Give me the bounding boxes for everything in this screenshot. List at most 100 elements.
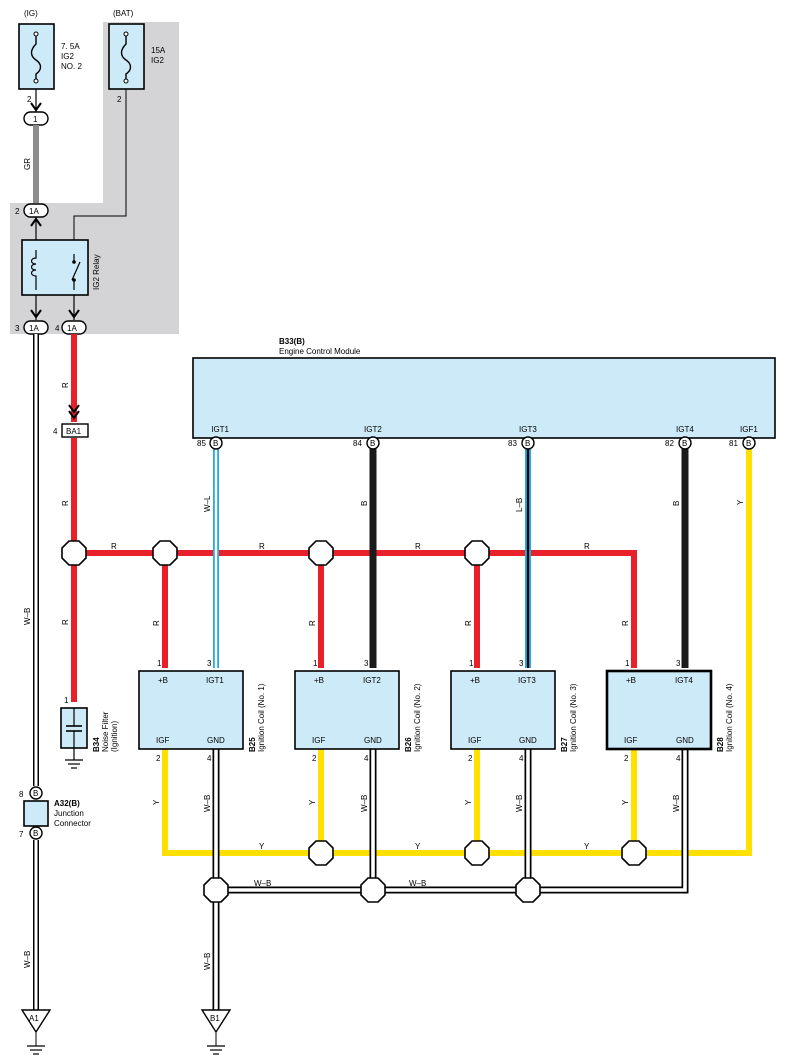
engine-control-module bbox=[192, 357, 776, 439]
ignition-coil-1: 1 3 +B IGT1 IGF GND 2 4 B25 Ignition Coi… bbox=[138, 659, 266, 763]
ba1-connector bbox=[61, 423, 89, 438]
ecm-name: Engine Control Module bbox=[279, 347, 361, 356]
r-label-11: R bbox=[621, 620, 630, 626]
coil1-igt: IGT1 bbox=[206, 676, 224, 685]
fuse1-rating: 7. 5A bbox=[61, 42, 80, 51]
fuse2-rating: 15A bbox=[151, 46, 166, 55]
wl-label: W–L bbox=[203, 495, 212, 512]
coil4-pin4: 4 bbox=[676, 754, 681, 763]
ground-b1-label: B1 bbox=[210, 1014, 220, 1023]
wb-label-4: W–B bbox=[672, 795, 681, 812]
junction-pin-top: 8 bbox=[19, 790, 24, 799]
coil1-id: B25 bbox=[248, 737, 257, 752]
coil3-name: Ignition Coil (No. 3) bbox=[569, 683, 578, 752]
lb-label: L–B bbox=[515, 498, 524, 512]
ecm-terminals: IGT1 B 85 IGT2 B 84 IGT3 B 83 IGT4 B 82 … bbox=[197, 425, 758, 450]
relay-top-pin: 2 bbox=[15, 207, 20, 216]
ecm-igf1-code: B bbox=[746, 439, 751, 448]
ecm-igt3-code: B bbox=[525, 439, 530, 448]
coil3-igt: IGT3 bbox=[518, 676, 536, 685]
coil3-pin2: 2 bbox=[468, 754, 473, 763]
ba1-label: BA1 bbox=[66, 427, 82, 436]
coil1-gnd: GND bbox=[207, 736, 225, 745]
relay-top-conn: 1A bbox=[29, 207, 39, 216]
ecm-igt1-label: IGT1 bbox=[211, 425, 229, 434]
wb-label-5: W–B bbox=[254, 879, 271, 888]
r-label-9: R bbox=[308, 620, 317, 626]
coil2-pin2: 2 bbox=[312, 754, 317, 763]
ground-a1-label: A1 bbox=[29, 1014, 39, 1023]
coil2-plus: +B bbox=[314, 676, 324, 685]
fuse1-name: IG2 bbox=[61, 52, 74, 61]
ignition-coil-4: 1 3 +B IGT4 IGF GND 2 4 B28 Ignition Coi… bbox=[605, 659, 734, 763]
coil2-pin1: 1 bbox=[313, 659, 318, 668]
fuse1-pin: 2 bbox=[27, 95, 32, 104]
wb-label-2: W–B bbox=[360, 795, 369, 812]
coil4-id: B28 bbox=[716, 737, 725, 752]
coil3-gnd: GND bbox=[519, 736, 537, 745]
r-label-8: R bbox=[152, 620, 161, 626]
relay-pin4: 4 bbox=[55, 324, 60, 333]
relay-name: IG2 Relay bbox=[92, 254, 101, 290]
ecm-igt1-code: B bbox=[213, 439, 218, 448]
ecm-igt2-pin: 84 bbox=[353, 439, 362, 448]
ecm-igf1-label: IGF1 bbox=[740, 425, 758, 434]
ignition-coil-3: 1 3 +B IGT3 IGF GND 2 4 B27 Ignition Coi… bbox=[450, 659, 578, 763]
wb-label-3: W–B bbox=[515, 795, 524, 812]
switch-icon bbox=[71, 261, 81, 281]
coil4-plus: +B bbox=[626, 676, 636, 685]
coil1-pin2: 2 bbox=[156, 754, 161, 763]
junction-connector bbox=[23, 800, 49, 827]
coil2-gnd: GND bbox=[364, 736, 382, 745]
coil2-igt: IGT2 bbox=[363, 676, 381, 685]
ignition-coil-2: 1 3 +B IGT2 IGF GND 2 4 B26 Ignition Coi… bbox=[294, 659, 422, 763]
coil1-pin3: 3 bbox=[207, 659, 212, 668]
ecm-igt3-pin: 83 bbox=[508, 439, 517, 448]
coil2-id: B26 bbox=[404, 737, 413, 752]
ecm-igt4-label: IGT4 bbox=[676, 425, 694, 434]
bat-label: (BAT) bbox=[113, 9, 134, 18]
ecm-igt2-label: IGT2 bbox=[364, 425, 382, 434]
wb-label-1: W–B bbox=[203, 795, 212, 812]
junction-code-top: B bbox=[33, 789, 38, 798]
ba1-pin: 4 bbox=[53, 427, 58, 436]
coil2-name: Ignition Coil (No. 2) bbox=[413, 683, 422, 752]
wb-label-6: W–B bbox=[409, 879, 426, 888]
y-label-6: Y bbox=[415, 842, 421, 851]
y-label-4: Y bbox=[621, 799, 630, 805]
y-label-1: Y bbox=[152, 799, 161, 805]
coil3-pin1: 1 bbox=[469, 659, 474, 668]
fuse-icon bbox=[120, 34, 132, 81]
b-label-igt2: B bbox=[360, 501, 369, 506]
ground-a1 bbox=[20, 1009, 52, 1034]
coil3-id: B27 bbox=[560, 737, 569, 752]
wb-label-7: W–B bbox=[203, 953, 212, 970]
coil4-igt: IGT4 bbox=[675, 676, 693, 685]
coil2-pin3: 3 bbox=[364, 659, 369, 668]
wb-label-left2: W–B bbox=[23, 951, 32, 968]
junction-code-bot: B bbox=[33, 829, 38, 838]
wb-ground-wires bbox=[212, 740, 689, 1010]
fuse2-name: IG2 bbox=[151, 56, 164, 65]
ecm-igt4-pin: 82 bbox=[665, 439, 674, 448]
coil3-igf: IGF bbox=[468, 736, 481, 745]
fuse-icon bbox=[30, 34, 42, 81]
coil4-pin2: 2 bbox=[624, 754, 629, 763]
r-label-6: R bbox=[415, 542, 421, 551]
coil2-igf: IGF bbox=[312, 736, 325, 745]
relay-conn-4: 1A bbox=[67, 324, 77, 333]
junction-name2: Connector bbox=[54, 819, 91, 828]
y-label-3: Y bbox=[464, 799, 473, 805]
coil4-pin1: 1 bbox=[625, 659, 630, 668]
red-wires bbox=[71, 334, 637, 702]
y-label-2: Y bbox=[308, 799, 317, 805]
y-label-7: Y bbox=[584, 842, 590, 851]
r-label-5: R bbox=[259, 542, 265, 551]
ig-label: (IG) bbox=[24, 9, 38, 18]
r-label-10: R bbox=[464, 620, 473, 626]
ecm-igt2-code: B bbox=[370, 439, 375, 448]
coil4-pin3: 3 bbox=[676, 659, 681, 668]
ecm-igt1-pin: 85 bbox=[197, 439, 206, 448]
ground-b1 bbox=[200, 1009, 232, 1034]
